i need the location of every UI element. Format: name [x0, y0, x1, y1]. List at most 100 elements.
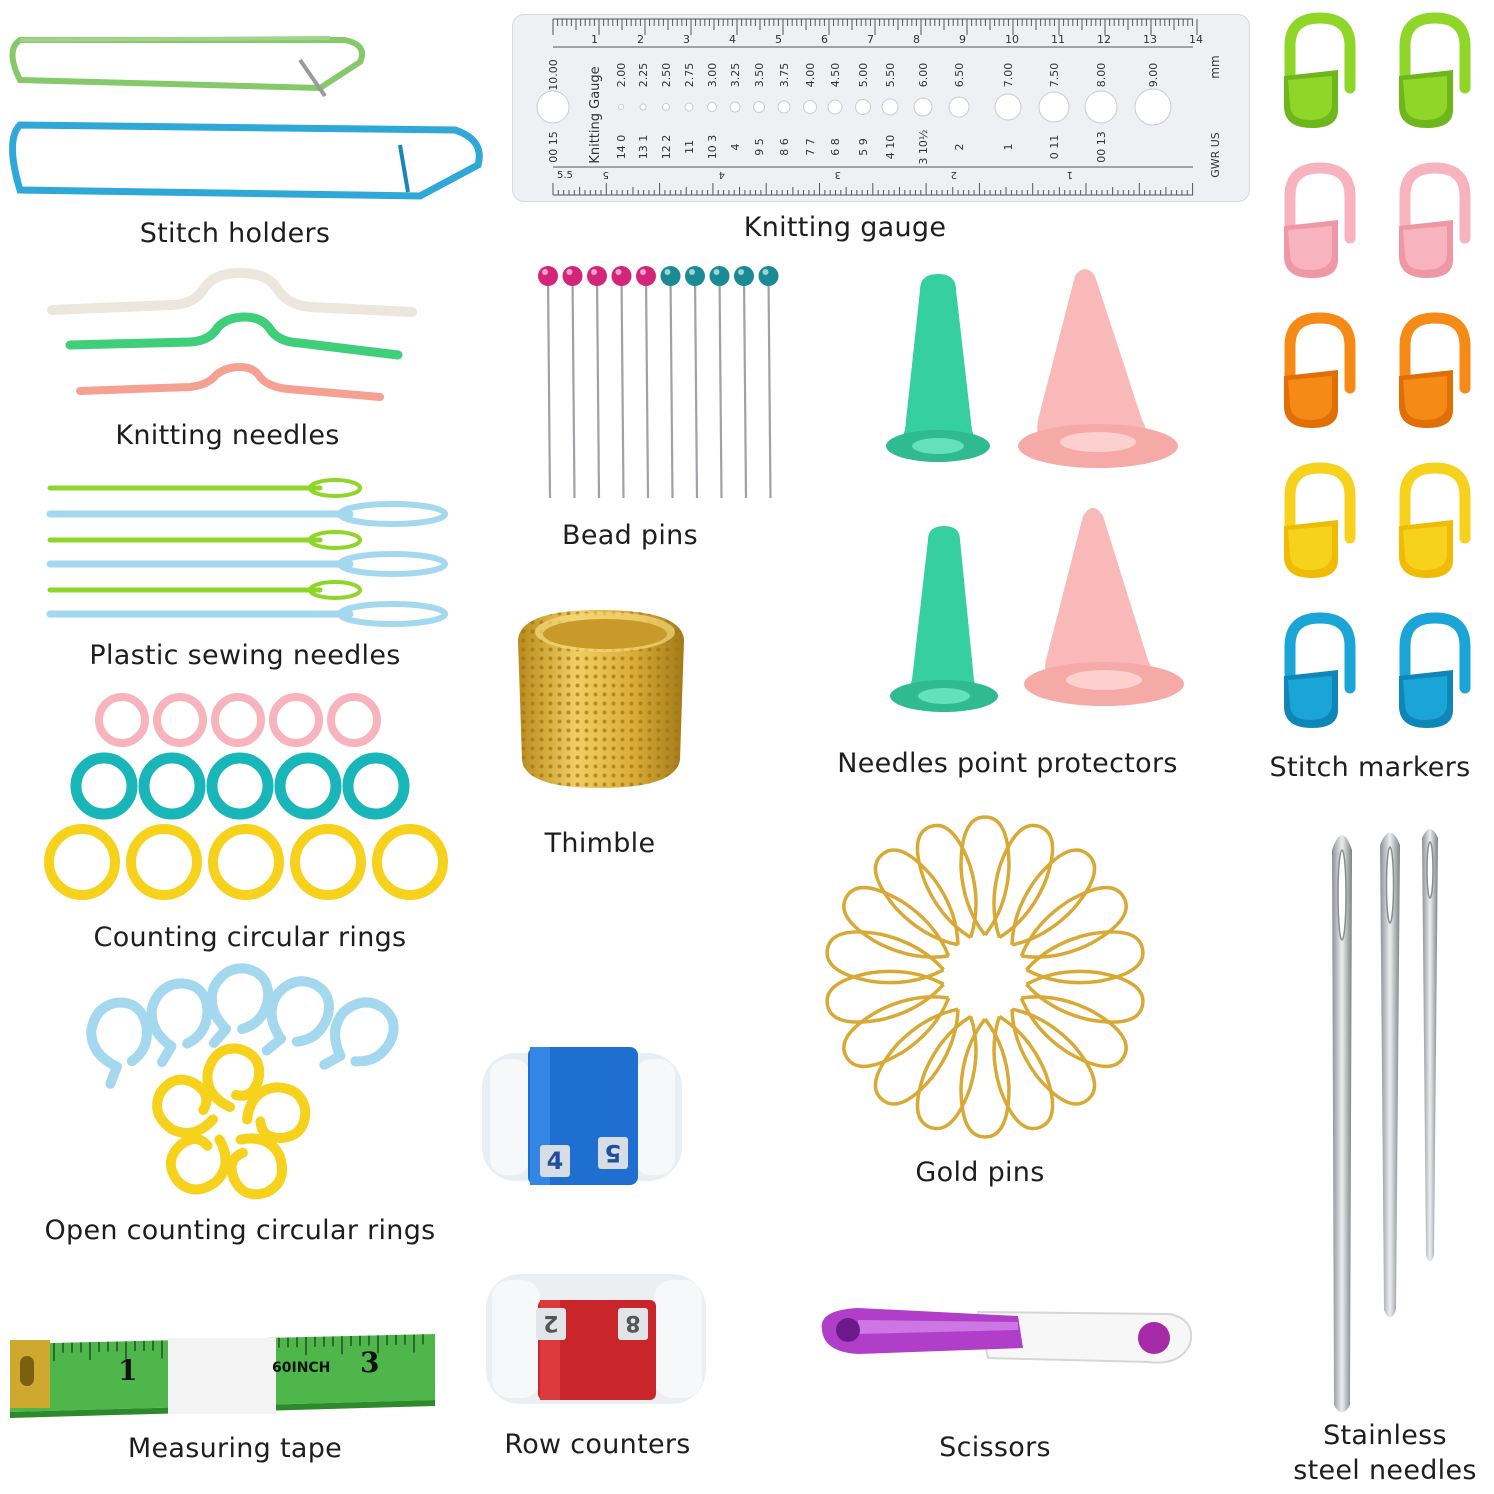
gold-pin — [842, 995, 951, 1069]
gauge-top-scale-label: 14 — [1189, 33, 1203, 46]
gauge-us-size: 4 — [729, 144, 742, 151]
gauge-mm-size: 10.00 — [547, 59, 560, 91]
bead-pin — [669, 275, 674, 499]
open-ring-yellow — [165, 1134, 231, 1195]
gold-pin — [915, 823, 978, 940]
gauge-bottom-scale-label: 2 — [951, 169, 957, 180]
bead-pin-head — [709, 266, 730, 286]
gauge-us-size: 10 3 — [706, 135, 719, 160]
scissors — [818, 1300, 1198, 1380]
counting-ring-pink — [269, 693, 323, 747]
gauge-hole — [1038, 91, 1070, 123]
gauge-hole — [684, 102, 694, 112]
gauge-top-scale-label: 5 — [775, 33, 782, 46]
counting-ring-teal — [342, 752, 410, 820]
thimble-illustration — [518, 610, 684, 788]
gauge-mm-size: 5.50 — [884, 63, 897, 88]
gauge-title: Knitting Gauge — [588, 66, 603, 163]
bead-pin — [620, 275, 625, 499]
label-stainless-line2: steel needles — [1293, 1455, 1477, 1486]
open-ring-yellow — [226, 1133, 288, 1200]
gauge-mm-size: 2.25 — [637, 63, 650, 88]
stitch-marker — [1399, 12, 1471, 128]
counting-circular-rings — [40, 690, 460, 910]
gauge-us-size: 8 6 — [778, 138, 791, 156]
bead-pin — [546, 275, 552, 499]
label-bead-pins: Bead pins — [562, 520, 698, 551]
gold-pin — [915, 1014, 978, 1131]
gauge-mm-size: 6.50 — [953, 63, 966, 88]
counting-ring-teal — [206, 752, 274, 820]
gauge-top-scale-label: 2 — [637, 33, 644, 46]
stitch-markers — [1270, 10, 1494, 750]
gauge-hole — [827, 99, 843, 115]
protector-mint-top — [886, 274, 990, 462]
gauge-us-size: 00 15 — [547, 131, 560, 163]
open-ring-light-blue — [261, 976, 334, 1056]
label-knitting-gauge: Knitting gauge — [743, 212, 947, 243]
gauge-top-scale-label: 11 — [1051, 33, 1065, 46]
bead-pin — [693, 275, 699, 499]
gauge-bottom-scale-label: 3 — [835, 169, 841, 180]
gold-pin — [1025, 969, 1145, 1024]
gauge-us-size: 11 — [683, 140, 696, 154]
gauge-hole — [1084, 90, 1118, 124]
knitting-needles: Knitting needles — [40, 265, 430, 451]
gold-pin — [873, 848, 960, 947]
gauge-mm-size: 3.50 — [753, 63, 766, 88]
bead-pin — [644, 275, 650, 499]
open-ring-light-blue — [206, 963, 274, 1048]
plastic-needle-eye — [337, 501, 448, 527]
gauge-top-scale-label: 13 — [1143, 33, 1157, 46]
gold-pin — [825, 930, 945, 985]
bead-pin-head — [685, 266, 705, 286]
counting-ring-yellow — [126, 824, 202, 900]
gauge-hole — [881, 98, 899, 116]
gold-pin — [825, 969, 945, 1024]
open-ring-light-blue — [319, 997, 399, 1070]
gauge-unit: mm — [1208, 55, 1222, 78]
stitch-holders: Stitch holders — [0, 0, 490, 249]
plastic-needle-eye — [308, 530, 362, 550]
plastic-needle-eye — [308, 580, 362, 600]
label-thimble: Thimble — [544, 828, 656, 859]
gauge-bottom-edge-label: 5.5 — [557, 170, 573, 181]
gold-pin — [873, 1007, 960, 1106]
gauge-us-size: 1 — [1002, 144, 1015, 151]
counting-ring-teal — [138, 752, 206, 820]
bead-pin — [595, 275, 601, 499]
bead-pin-head — [758, 266, 779, 286]
gauge-us-size: 5 9 — [857, 138, 870, 156]
open-ring-yellow — [202, 1043, 265, 1112]
gauge-us-size: 3 10½ — [917, 129, 930, 164]
open-rings-illustration — [86, 963, 399, 1200]
label-scissors: Scissors — [939, 1432, 1051, 1463]
gauge-hole — [803, 100, 817, 114]
gauge-mm-size: 2.50 — [660, 63, 673, 88]
counting-ring-pink — [211, 693, 265, 747]
gauge-hole — [618, 104, 624, 110]
label-knitting-needles: Knitting needles — [115, 420, 340, 451]
gauge-top-scale-label: 6 — [821, 33, 828, 46]
gauge-mm-size: 8.00 — [1095, 63, 1108, 88]
stitch-marker — [1284, 612, 1356, 728]
gauge-bottom-scale-label: 5 — [603, 169, 609, 180]
gauge-top-scale-label: 9 — [959, 33, 966, 46]
gauge-mm-size: 4.00 — [804, 63, 817, 88]
gauge-hole — [536, 90, 570, 124]
gauge-hole — [639, 103, 647, 111]
gold-pin — [1010, 848, 1097, 947]
gold-pin — [959, 815, 1011, 937]
stainless-steel-needles — [1320, 820, 1450, 1413]
gauge-hole — [753, 101, 765, 113]
gauge-top-scale-label: 3 — [683, 33, 690, 46]
gold-pin — [1025, 930, 1145, 985]
gauge-mm-size: 7.00 — [1002, 63, 1015, 88]
gauge-hole — [777, 100, 791, 114]
plastic-needle-eye — [308, 478, 362, 498]
gauge-hole — [662, 103, 670, 111]
label-measuring-tape: Measuring tape — [127, 1433, 343, 1464]
gauge-us-size: 4 10 — [884, 135, 897, 160]
counting-ring-teal — [70, 752, 138, 820]
